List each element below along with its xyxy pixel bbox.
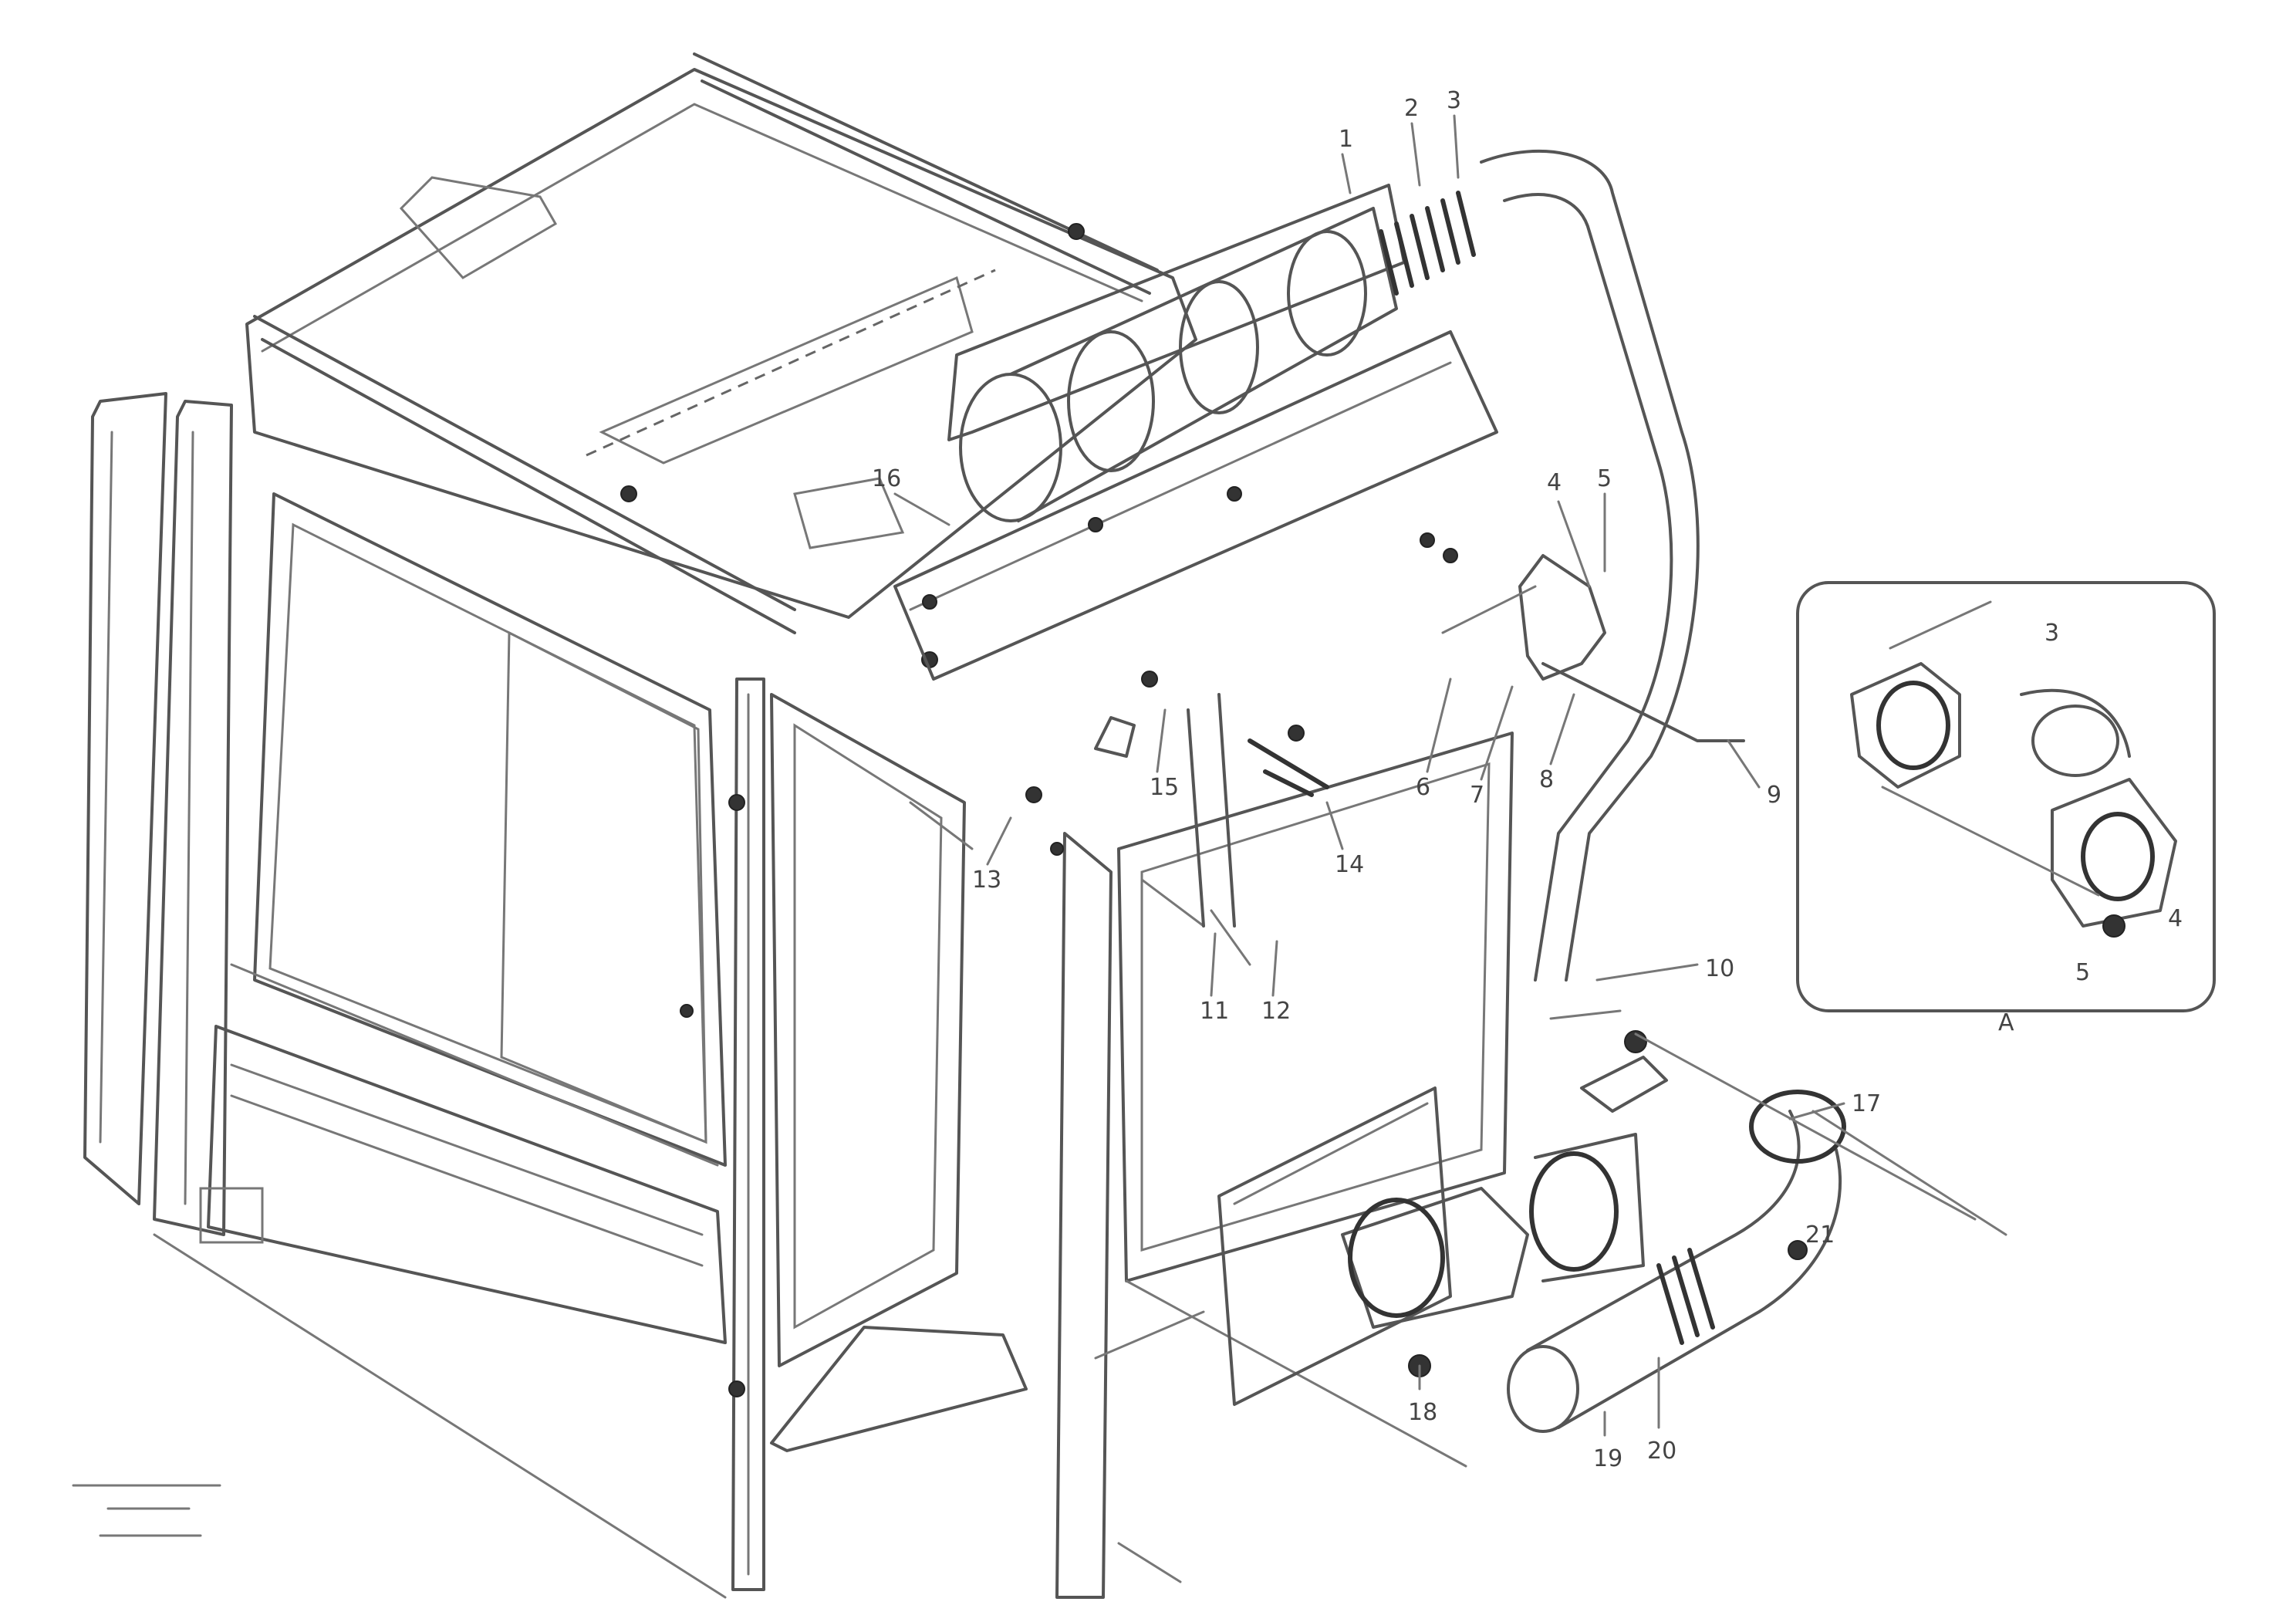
callout-13: 13 bbox=[972, 867, 1001, 894]
callout-2: 2 bbox=[1404, 95, 1419, 122]
callout-4: 4 bbox=[1547, 469, 1562, 496]
callout-19: 19 bbox=[1593, 1445, 1622, 1472]
callout-7: 7 bbox=[1470, 782, 1484, 809]
callout-14: 14 bbox=[1335, 851, 1364, 878]
brackets-and-fasteners bbox=[909, 532, 1458, 966]
callout-3: 3 bbox=[1447, 87, 1461, 114]
callout-10: 10 bbox=[1705, 955, 1734, 982]
callout-20: 20 bbox=[1647, 1438, 1676, 1465]
callout-1: 1 bbox=[1339, 126, 1353, 153]
callout-labels: 1 2 3 4 5 6 7 8 9 10 11 12 13 14 15 16 1… bbox=[872, 87, 2183, 1472]
reference-block bbox=[72, 1484, 221, 1537]
detail-a-callout-2: 4 bbox=[2168, 905, 2183, 932]
callout-5: 5 bbox=[1597, 465, 1612, 492]
callout-leaders bbox=[893, 114, 1845, 1437]
callout-16: 16 bbox=[872, 465, 901, 492]
callout-15: 15 bbox=[1150, 774, 1179, 801]
callout-9: 9 bbox=[1767, 782, 1781, 809]
callout-12: 12 bbox=[1261, 998, 1291, 1025]
callout-8: 8 bbox=[1539, 766, 1554, 793]
callout-18: 18 bbox=[1408, 1399, 1437, 1426]
air-filter-assembly bbox=[793, 184, 1498, 681]
lower-duct-parts bbox=[1217, 1009, 2007, 1433]
callout-17: 17 bbox=[1852, 1090, 1881, 1117]
callout-6: 6 bbox=[1416, 774, 1430, 801]
detail-a-callout-1: 3 bbox=[2044, 620, 2059, 647]
detail-view-a bbox=[1796, 581, 2216, 1012]
detail-a-label: A bbox=[1998, 1009, 2014, 1036]
detail-a-callout-3: 5 bbox=[2075, 959, 2090, 986]
cab-body bbox=[83, 52, 1514, 1599]
callout-21: 21 bbox=[1805, 1222, 1835, 1249]
callout-11: 11 bbox=[1200, 998, 1229, 1025]
